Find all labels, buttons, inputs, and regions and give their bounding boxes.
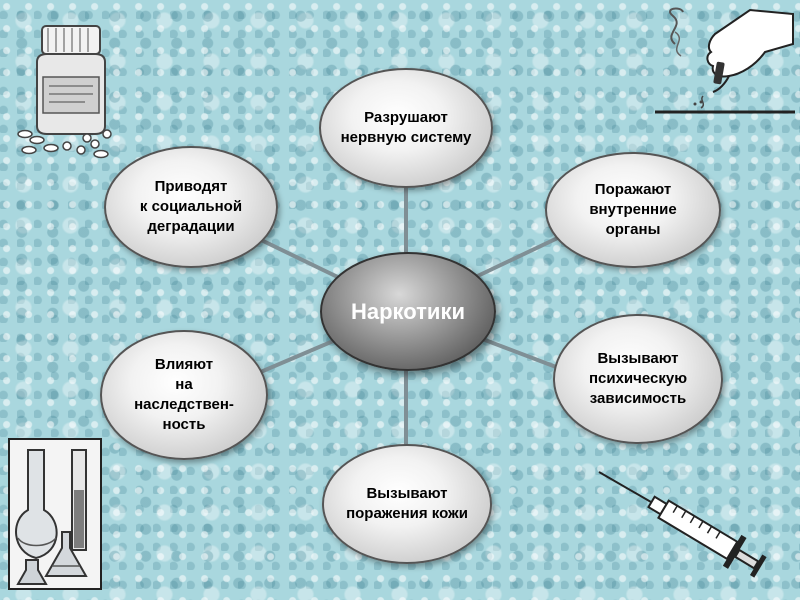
node-bottom-left: Влияют на наследствен- ность	[100, 330, 268, 460]
node-label: Влияют на наследствен- ность	[134, 356, 234, 433]
node-bottom: Вызывают поражения кожи	[322, 444, 492, 564]
node-top-left: Приводят к социальной деградации	[104, 146, 278, 268]
node-label: Разрушают нервную систему	[340, 109, 472, 146]
node-label: Вызывают психическую зависимость	[588, 350, 688, 407]
node-label: Приводят к социальной деградации	[139, 178, 243, 235]
node-bottom-right: Вызывают психическую зависимость	[553, 314, 723, 444]
syringe-icon	[598, 471, 767, 578]
lab-flasks-frame	[8, 438, 102, 590]
center-label: Наркотики	[350, 298, 465, 324]
node-top-right: Поражают внутренние органы	[545, 152, 721, 268]
node-label: Вызывают поражения кожи	[346, 485, 468, 522]
pill-bottle-icon	[17, 25, 112, 159]
node-label: Поражают внутренние органы	[589, 181, 677, 238]
center-node: Наркотики	[320, 252, 496, 371]
lab-flasks-icon	[10, 440, 100, 588]
node-top: Разрушают нервную систему	[319, 68, 493, 188]
hand-with-cigarette-icon	[655, 7, 795, 114]
